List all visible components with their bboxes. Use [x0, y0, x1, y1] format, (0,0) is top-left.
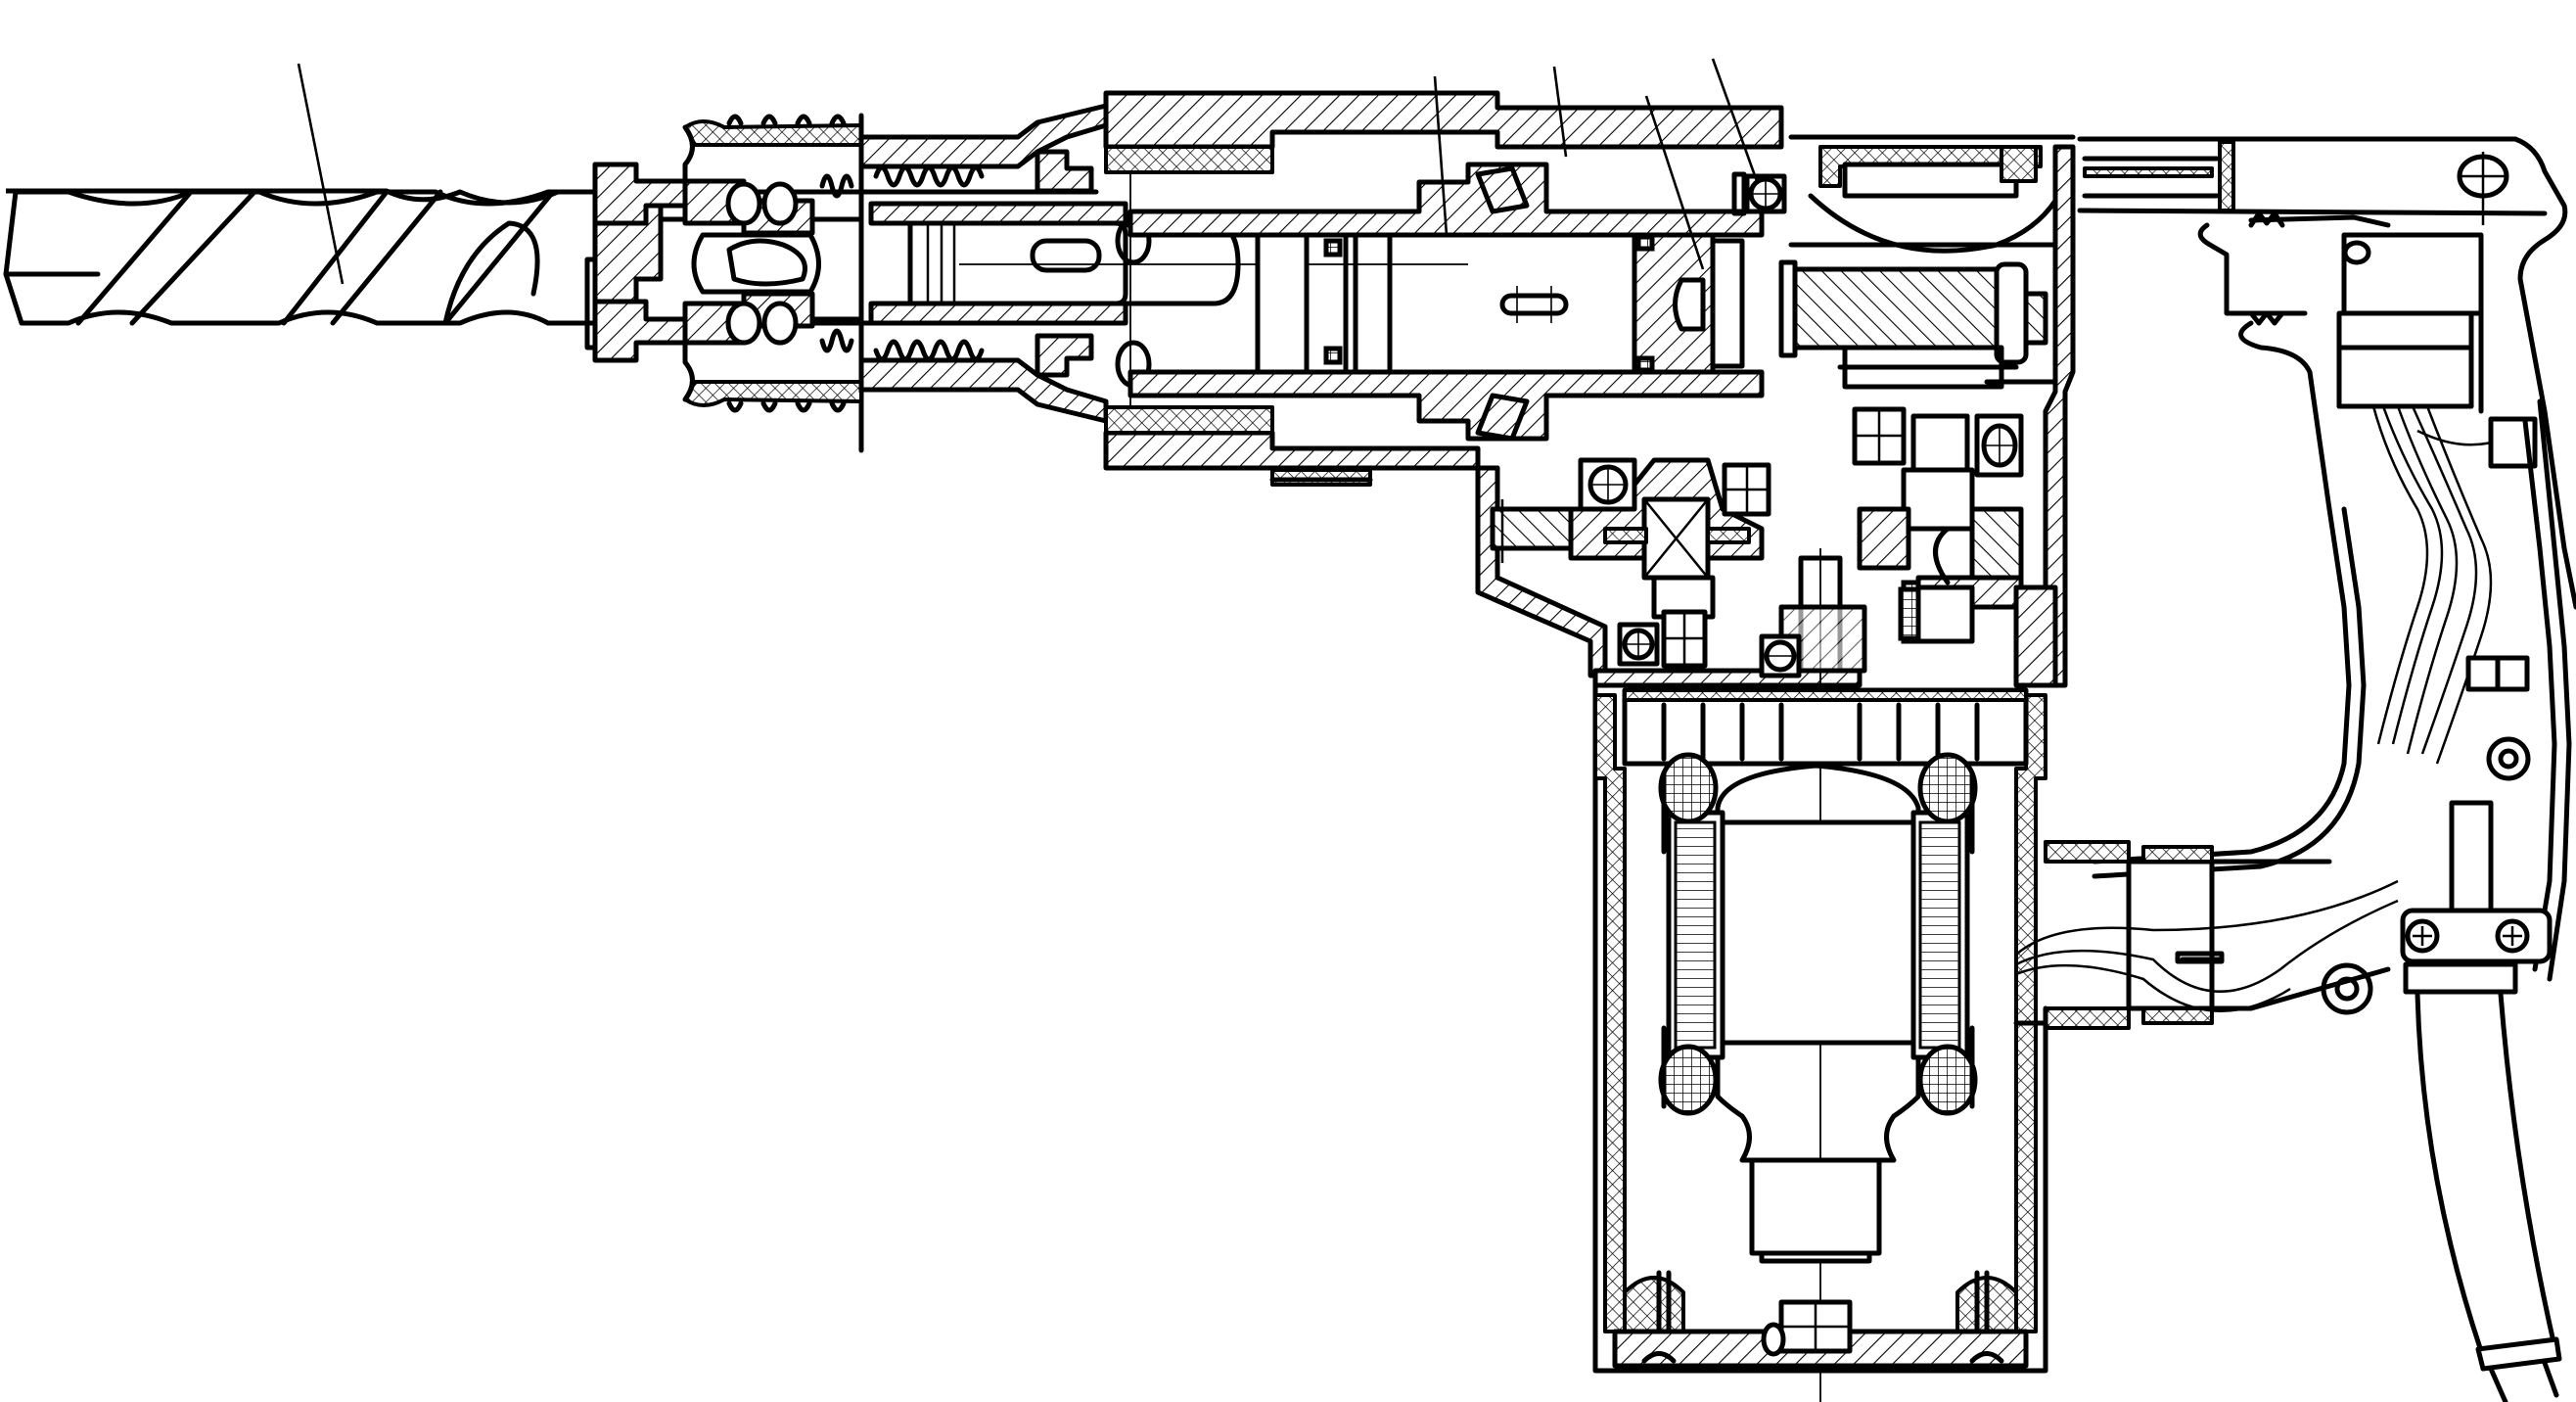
main-housing-barrel	[1103, 90, 1787, 487]
motor-housing	[1592, 682, 2048, 1374]
gearbox	[1475, 406, 2058, 1402]
leader-3	[1644, 95, 1705, 270]
leader-2	[1433, 75, 1449, 236]
leader-lines	[297, 58, 1759, 285]
tool-chuck	[592, 113, 864, 453]
leader-1	[1552, 66, 1568, 158]
handle	[2013, 136, 2576, 1402]
crank-housing	[1778, 134, 2076, 688]
leader-100	[1711, 58, 1759, 182]
leader-7	[297, 63, 345, 285]
